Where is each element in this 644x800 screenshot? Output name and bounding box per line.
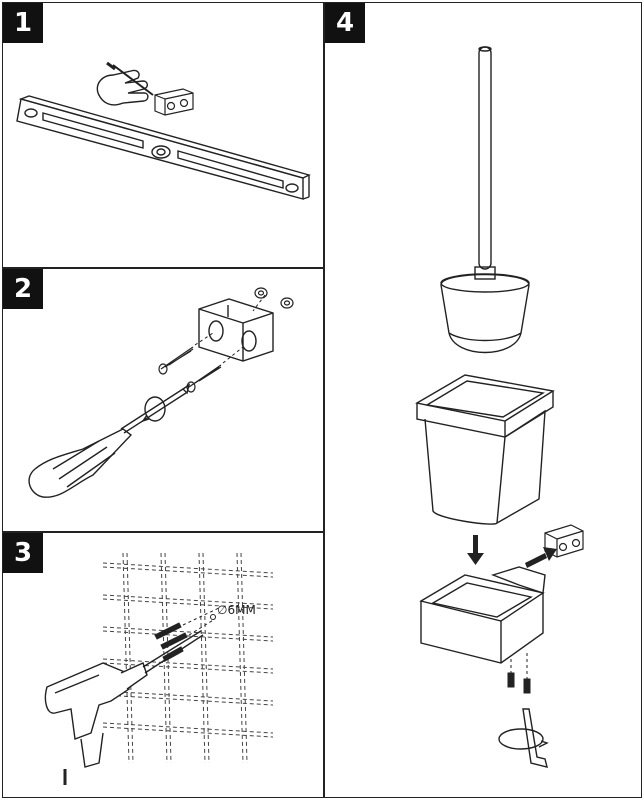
down-arrow-icon	[467, 535, 484, 565]
bracket-block-icon	[544, 524, 584, 558]
washer-icon	[254, 287, 294, 309]
spirit-level-icon	[16, 95, 311, 200]
step-2-illustration	[28, 287, 294, 498]
right-arrow-icon	[525, 547, 557, 568]
bracket-block-icon	[198, 298, 274, 362]
screwdriver-icon	[28, 383, 191, 498]
drill-size-label: ∅6MM	[217, 603, 256, 617]
step-4-panel: 4	[324, 2, 642, 798]
allen-key-icon	[498, 708, 549, 768]
step-1-panel: 1	[2, 2, 324, 268]
step-2-panel: 2	[2, 268, 324, 532]
step-3-illustration	[44, 552, 274, 785]
step-2-number: 2	[3, 269, 43, 309]
holder-tray-icon	[419, 566, 546, 664]
glass-cup-icon	[415, 374, 555, 525]
bracket-block-icon	[154, 88, 194, 116]
drill-icon	[44, 630, 204, 785]
step-4-number: 4	[325, 3, 365, 43]
tile-grid	[102, 552, 274, 764]
step-1-illustration	[16, 61, 311, 200]
step-4-illustration	[415, 46, 584, 768]
step-3-panel: 3	[2, 532, 324, 798]
screw-icon	[158, 346, 222, 393]
set-screw-icon	[507, 672, 531, 694]
hand-marking-icon	[96, 61, 154, 106]
step-3-number: 3	[3, 533, 43, 573]
step-1-number: 1	[3, 3, 43, 43]
wall-anchor-icon	[154, 622, 188, 662]
toilet-brush-icon	[440, 46, 530, 354]
